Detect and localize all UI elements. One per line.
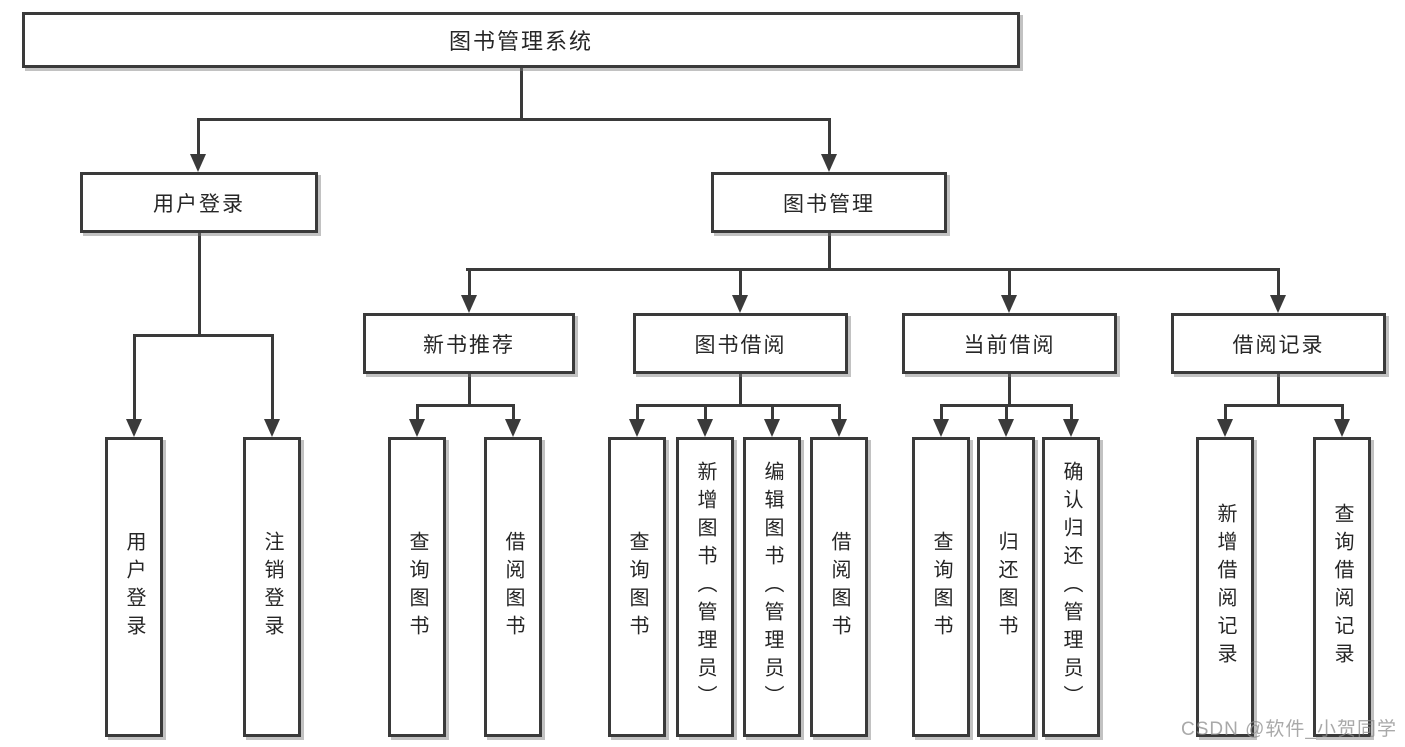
leaf-query-books: 查询图书 bbox=[912, 437, 970, 737]
connector-borrow-records-trunk bbox=[1277, 374, 1280, 407]
connector-current-borrow-trunk bbox=[1008, 374, 1011, 407]
arrowhead-icon bbox=[126, 419, 142, 437]
connector-book-management-split bbox=[466, 268, 1279, 271]
arrowhead-icon bbox=[190, 154, 206, 172]
connector-stem-leaf bbox=[416, 404, 419, 420]
connector-borrow-records-split bbox=[1224, 404, 1344, 407]
node-new-book-recommend: 新书推荐 bbox=[363, 313, 575, 374]
arrowhead-icon bbox=[764, 419, 780, 437]
leaf-return-books: 归还图书 bbox=[977, 437, 1035, 737]
connector-stem-leaf bbox=[1070, 404, 1073, 420]
node-borrow-records: 借阅记录 bbox=[1171, 313, 1386, 374]
connector-stem-book-management bbox=[828, 118, 831, 155]
arrowhead-icon bbox=[1270, 295, 1286, 313]
connector-root-trunk bbox=[520, 66, 523, 121]
arrowhead-icon bbox=[697, 419, 713, 437]
connector-stem-leaf bbox=[133, 334, 136, 420]
watermark: CSDN @软件_小贺同学 bbox=[1181, 719, 1397, 740]
node-book-borrow: 图书借阅 bbox=[633, 313, 848, 374]
leaf-query-books: 查询图书 bbox=[388, 437, 446, 737]
arrowhead-icon bbox=[264, 419, 280, 437]
connector-stem-leaf bbox=[704, 404, 707, 420]
arrowhead-icon bbox=[1063, 419, 1079, 437]
leaf-query-books: 查询图书 bbox=[608, 437, 666, 737]
connector-stem-borrow-records bbox=[1277, 268, 1280, 296]
connector-stem-leaf bbox=[940, 404, 943, 420]
node-root-title: 图书管理系统 bbox=[22, 12, 1020, 68]
connector-stem-leaf bbox=[1224, 404, 1227, 420]
connector-stem-book-borrow bbox=[739, 268, 742, 296]
connector-stem-leaf bbox=[1005, 404, 1008, 420]
node-current-borrow: 当前借阅 bbox=[902, 313, 1117, 374]
leaf-confirm-return-admin: 确认归还（管理员） bbox=[1042, 437, 1100, 737]
leaf-logout: 注销登录 bbox=[243, 437, 301, 737]
arrowhead-icon bbox=[821, 154, 837, 172]
arrowhead-icon bbox=[505, 419, 521, 437]
connector-book-borrow-trunk bbox=[739, 374, 742, 407]
connector-book-borrow-split bbox=[636, 404, 841, 407]
connector-user-login-split bbox=[133, 334, 274, 337]
connector-user-login-trunk bbox=[198, 233, 201, 337]
connector-stem-leaf bbox=[271, 334, 274, 420]
leaf-query-borrow-record: 查询借阅记录 bbox=[1313, 437, 1371, 737]
leaf-add-books-admin: 新增图书（管理员） bbox=[676, 437, 734, 737]
connector-new-book-split bbox=[416, 404, 515, 407]
arrowhead-icon bbox=[461, 295, 477, 313]
node-user-login: 用户登录 bbox=[80, 172, 318, 233]
connector-stem-leaf bbox=[636, 404, 639, 420]
leaf-add-borrow-record: 新增借阅记录 bbox=[1196, 437, 1254, 737]
arrowhead-icon bbox=[933, 419, 949, 437]
arrowhead-icon bbox=[732, 295, 748, 313]
connector-new-book-trunk bbox=[468, 374, 471, 407]
connector-root-split bbox=[197, 118, 831, 121]
connector-stem-leaf bbox=[512, 404, 515, 420]
node-book-management: 图书管理 bbox=[711, 172, 947, 233]
leaf-borrow-books: 借阅图书 bbox=[484, 437, 542, 737]
connector-stem-leaf bbox=[838, 404, 841, 420]
leaf-edit-books-admin: 编辑图书（管理员） bbox=[743, 437, 801, 737]
arrowhead-icon bbox=[1001, 295, 1017, 313]
arrowhead-icon bbox=[1334, 419, 1350, 437]
connector-stem-leaf bbox=[771, 404, 774, 420]
connector-stem-current-borrow bbox=[1008, 268, 1011, 296]
arrowhead-icon bbox=[831, 419, 847, 437]
arrowhead-icon bbox=[629, 419, 645, 437]
arrowhead-icon bbox=[1217, 419, 1233, 437]
arrowhead-icon bbox=[998, 419, 1014, 437]
connector-stem-new-book bbox=[468, 268, 471, 296]
leaf-user-login: 用户登录 bbox=[105, 437, 163, 737]
arrowhead-icon bbox=[409, 419, 425, 437]
leaf-borrow-books: 借阅图书 bbox=[810, 437, 868, 737]
connector-stem-user-login bbox=[197, 118, 200, 155]
connector-stem-leaf bbox=[1341, 404, 1344, 420]
connector-book-management-trunk bbox=[828, 233, 831, 271]
